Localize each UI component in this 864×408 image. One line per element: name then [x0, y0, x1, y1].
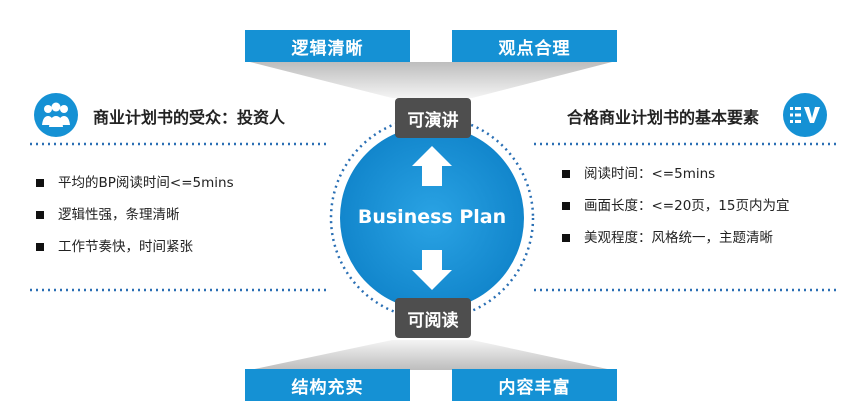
top-funnel: [250, 62, 612, 98]
bullet-square-icon: [36, 211, 44, 219]
label-readable: 可阅读: [395, 298, 471, 338]
right-panel-title: 合格商业计划书的基本要素: [567, 108, 760, 127]
box-logic-clear: 逻辑清晰: [245, 30, 410, 62]
list-ev-icon: [783, 93, 827, 137]
left-panel-title: 商业计划书的受众：投资人: [93, 108, 286, 127]
audience-group-icon: [34, 93, 78, 137]
list-item: 工作节奏快，时间紧张: [36, 231, 234, 263]
right-bullet-list: 阅读时间：<=5mins 画面长度：<=20页，15页内为宜 美观程度：风格统一…: [562, 158, 789, 254]
bullet-square-icon: [562, 202, 570, 210]
label-presentable: 可演讲: [395, 98, 471, 138]
main-circle: [340, 126, 524, 310]
list-item: 阅读时间：<=5mins: [562, 158, 789, 190]
bullet-square-icon: [562, 170, 570, 178]
box-rich-content: 内容丰富: [452, 369, 617, 401]
bullet-square-icon: [562, 234, 570, 242]
center-title: Business Plan: [357, 206, 507, 228]
box-reasonable-view: 观点合理: [452, 30, 617, 62]
box-solid-structure: 结构充实: [245, 369, 410, 401]
arrow-down-icon: [412, 250, 452, 290]
list-item: 平均的BP阅读时间<=5mins: [36, 167, 234, 199]
left-bullet-list: 平均的BP阅读时间<=5mins 逻辑性强，条理清晰 工作节奏快，时间紧张: [36, 167, 234, 263]
dotted-lines: [30, 142, 836, 292]
list-item: 画面长度：<=20页，15页内为宜: [562, 190, 789, 222]
bullet-square-icon: [36, 243, 44, 251]
list-item: 美观程度：风格统一，主题清晰: [562, 222, 789, 254]
bottom-funnel: [250, 340, 612, 370]
arrow-up-icon: [412, 146, 452, 186]
bullet-square-icon: [36, 179, 44, 187]
list-item: 逻辑性强，条理清晰: [36, 199, 234, 231]
